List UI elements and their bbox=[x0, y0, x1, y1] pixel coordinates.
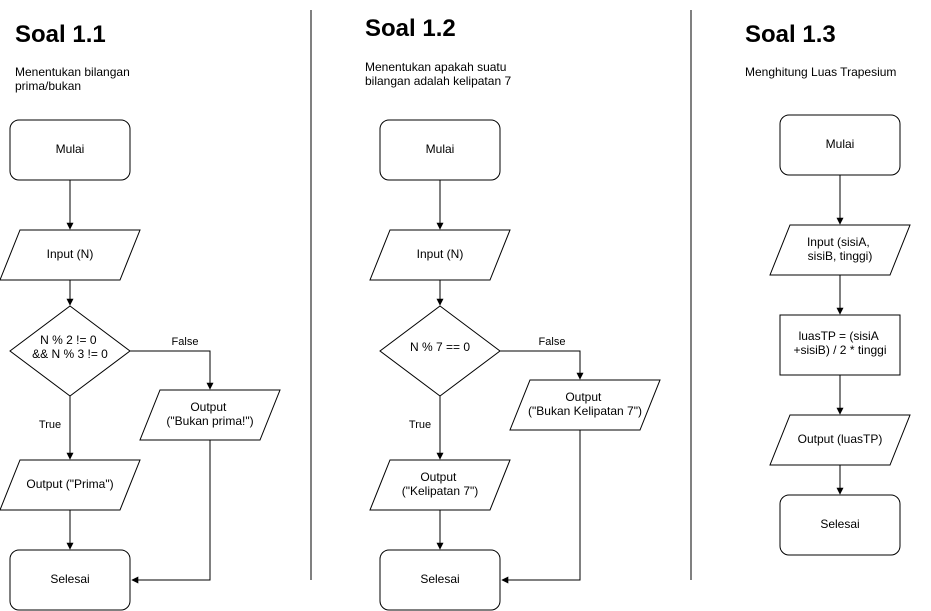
false-branch-arrow bbox=[500, 350, 584, 380]
description-line: prima/bukan bbox=[15, 79, 81, 93]
end-label: Selesai bbox=[420, 572, 459, 586]
end-terminator bbox=[779, 494, 901, 556]
input-line: sisiB, tinggi) bbox=[808, 249, 873, 263]
section-description: Menghitung Luas Trapesium bbox=[745, 65, 896, 79]
output-false-label: Output ("Bukan prima!") bbox=[166, 400, 253, 428]
output-line: ("Bukan prima!") bbox=[166, 414, 253, 428]
output-false-parallelogram bbox=[509, 379, 661, 431]
input-label: Input (N) bbox=[47, 247, 94, 261]
output-line: ("Kelipatan 7") bbox=[402, 484, 479, 498]
output-line: Output bbox=[565, 390, 602, 404]
false-branch-arrow bbox=[130, 350, 214, 390]
process-line: luasTP = (sisiA bbox=[799, 329, 879, 343]
true-edge-label: True bbox=[39, 419, 61, 431]
section-description: Menentukan bilangan prima/bukan bbox=[15, 65, 133, 93]
process-line: +sisiB) / 2 * tinggi bbox=[793, 343, 886, 357]
decision-line: N % 2 != 0 bbox=[40, 333, 97, 347]
start-label: Mulai bbox=[826, 137, 855, 151]
section-title: Soal 1.2 bbox=[365, 15, 456, 42]
output-line: Output bbox=[420, 470, 457, 484]
false-edge-label: False bbox=[539, 336, 566, 348]
decision-line: && N % 3 != 0 bbox=[32, 347, 108, 361]
start-label: Mulai bbox=[426, 142, 455, 156]
input-parallelogram bbox=[769, 224, 911, 276]
merge-arrow bbox=[501, 430, 581, 584]
true-edge-label: True bbox=[409, 419, 431, 431]
decision-label: N % 2 != 0 && N % 3 != 0 bbox=[32, 333, 108, 361]
description-line: bilangan adalah kelipatan 7 bbox=[365, 74, 511, 88]
section-title: Soal 1.1 bbox=[15, 21, 106, 48]
output-line: Output bbox=[190, 400, 227, 414]
output-false-parallelogram bbox=[139, 389, 281, 441]
description-line: Menentukan apakah suatu bbox=[365, 60, 506, 74]
input-parallelogram bbox=[0, 229, 141, 281]
end-terminator bbox=[9, 549, 131, 611]
section-soal-1-1: Soal 1.1 Menentukan bilangan prima/bukan… bbox=[0, 21, 281, 611]
input-label: Input (sisiA, sisiB, tinggi) bbox=[807, 235, 873, 263]
output-true-label: Output ("Kelipatan 7") bbox=[402, 470, 479, 498]
process-box bbox=[779, 314, 901, 376]
false-edge-label: False bbox=[172, 336, 199, 348]
output-label: Output (luasTP) bbox=[798, 432, 883, 446]
output-parallelogram bbox=[769, 414, 911, 466]
output-true-parallelogram bbox=[0, 459, 141, 511]
end-terminator bbox=[379, 549, 501, 611]
output-false-label: Output ("Bukan Kelipatan 7") bbox=[528, 390, 642, 418]
section-soal-1-2: Soal 1.2 Menentukan apakah suatu bilanga… bbox=[365, 15, 661, 611]
input-parallelogram bbox=[369, 229, 511, 281]
start-label: Mulai bbox=[56, 142, 85, 156]
input-line: Input (sisiA, bbox=[807, 235, 870, 249]
end-label: Selesai bbox=[50, 572, 89, 586]
section-description: Menentukan apakah suatu bilangan adalah … bbox=[365, 60, 511, 88]
process-label: luasTP = (sisiA +sisiB) / 2 * tinggi bbox=[793, 329, 886, 357]
section-soal-1-3: Soal 1.3 Menghitung Luas Trapesium Mulai… bbox=[745, 21, 911, 556]
description-line: Menentukan bilangan bbox=[15, 65, 130, 79]
input-label: Input (N) bbox=[417, 247, 464, 261]
output-true-parallelogram bbox=[369, 459, 511, 511]
output-line: ("Bukan Kelipatan 7") bbox=[528, 404, 642, 418]
section-title: Soal 1.3 bbox=[745, 21, 836, 48]
merge-arrow bbox=[131, 440, 211, 584]
end-label: Selesai bbox=[820, 517, 859, 531]
output-true-label: Output ("Prima") bbox=[26, 477, 113, 491]
decision-label: N % 7 == 0 bbox=[410, 340, 470, 354]
